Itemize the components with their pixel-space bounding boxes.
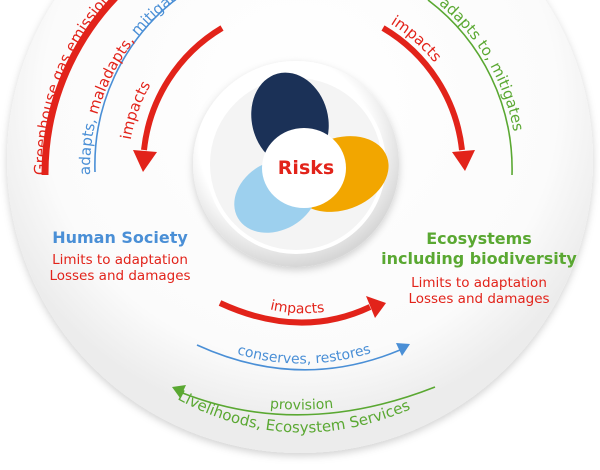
human-losses: Losses and damages <box>49 268 190 284</box>
bottom-impacts-label: impacts <box>269 298 325 318</box>
right-impacts-arrowhead <box>452 150 475 171</box>
ecosystems-losses: Losses and damages <box>408 291 549 307</box>
human-society-title: Human Society <box>52 228 188 247</box>
provision-arrowhead <box>172 385 186 398</box>
ecosystems-subtitle: including biodiversity <box>381 249 577 268</box>
conserves-arc <box>196 344 401 371</box>
right-impacts-arrow <box>381 25 465 151</box>
bottom-impacts-arrowhead <box>366 296 386 318</box>
ecosystems-title: Ecosystems <box>426 229 532 248</box>
left-impacts-arrow <box>141 25 224 151</box>
adapts-arc <box>94 0 176 173</box>
conserves-arrowhead <box>396 343 410 356</box>
emissions-arc <box>41 0 119 176</box>
human-limits: Limits to adaptation <box>52 252 188 268</box>
provision-arc <box>179 386 436 416</box>
provision-label: provision <box>269 396 333 414</box>
ecosystems-limits: Limits to adaptation <box>411 275 547 291</box>
adapts-to-arc <box>427 0 513 176</box>
risks-label: Risks <box>278 157 334 179</box>
risks-core <box>262 128 346 208</box>
left-impacts-arrowhead <box>133 150 157 172</box>
bottom-impacts-arrow <box>218 300 372 326</box>
